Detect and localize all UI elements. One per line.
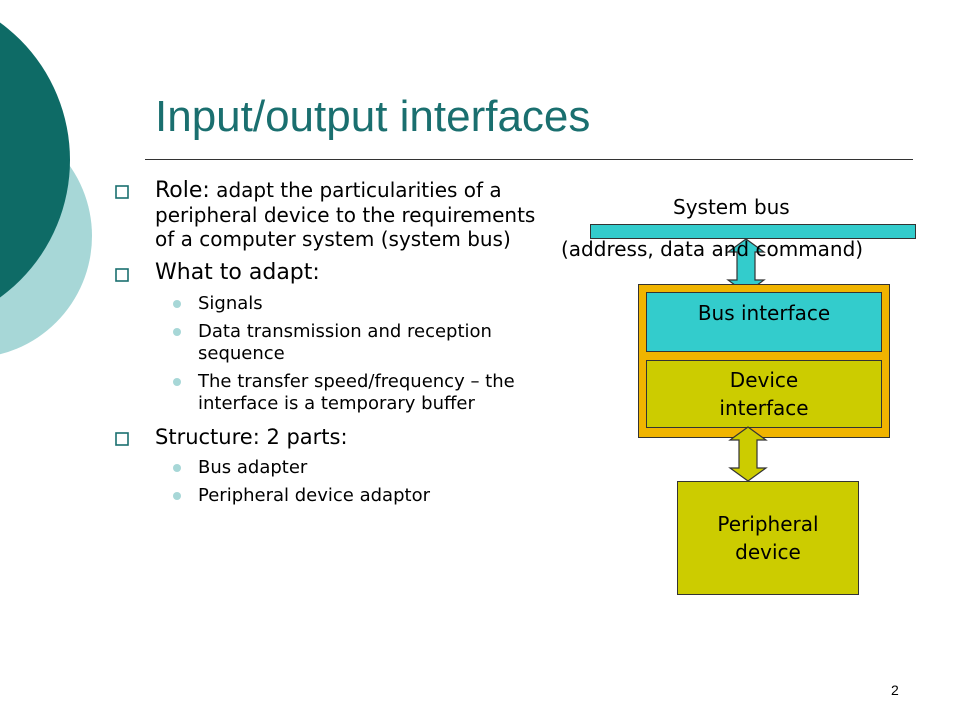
bus-interface-label: Bus interface	[697, 301, 831, 325]
bullet-role: Role: adapt the particularities of a per…	[115, 178, 560, 251]
device-double-arrow-icon	[728, 426, 768, 482]
sub-bullet-text: The transfer speed/frequency – the inter…	[198, 371, 515, 414]
dot-bullet-icon	[173, 378, 181, 386]
sub-bullet: Peripheral device adaptor	[155, 485, 560, 507]
square-bullet-icon	[115, 185, 129, 199]
dark-teal-circle	[0, 22, 70, 298]
peripheral-label-1: Peripheral	[717, 512, 819, 536]
sub-bullet: Bus adapter	[155, 457, 560, 479]
square-bullet-icon	[115, 268, 129, 282]
system-bus-bar	[590, 224, 916, 239]
sub-bullet: The transfer speed/frequency – the inter…	[155, 371, 560, 415]
bullet-structure-head: Structure: 2 parts:	[155, 425, 348, 449]
bus-interface-box: Bus interface	[646, 292, 882, 352]
system-bus-sublabel: (address, data and command)	[561, 237, 864, 261]
dot-bullet-icon	[173, 300, 181, 308]
bullet-role-body: adapt the particularities of a periphera…	[155, 178, 536, 251]
sub-bullet-text: Bus adapter	[198, 457, 308, 478]
bullet-what-to-adapt: What to adapt: Signals Data transmission…	[115, 261, 560, 415]
system-bus-label: System bus	[673, 195, 790, 219]
dot-bullet-icon	[173, 464, 181, 472]
bullet-what-head: What to adapt:	[155, 260, 320, 285]
peripheral-device-box: Peripheral device	[677, 481, 859, 595]
device-interface-label-1: Device	[729, 368, 799, 392]
device-interface-label-2: interface	[719, 396, 809, 420]
sub-bullet-list: Bus adapter Peripheral device adaptor	[155, 457, 560, 507]
bullet-role-head: Role:	[155, 178, 210, 203]
dot-bullet-icon	[173, 328, 181, 336]
sub-bullet-list: Signals Data transmission and reception …	[155, 293, 560, 415]
sub-bullet: Data transmission and reception sequence	[155, 321, 560, 365]
slide-title: Input/output interfaces	[155, 92, 591, 141]
sub-bullet-text: Data transmission and reception sequence	[198, 321, 492, 364]
square-bullet-icon	[115, 432, 129, 446]
sub-bullet: Signals	[155, 293, 560, 315]
page-number: 2	[891, 682, 899, 698]
device-interface-box: Device interface	[646, 360, 882, 428]
title-divider	[145, 159, 913, 160]
sub-bullet-text: Peripheral device adaptor	[198, 485, 430, 506]
peripheral-label-2: device	[735, 540, 801, 564]
bullet-structure: Structure: 2 parts: Bus adapter Peripher…	[115, 425, 560, 507]
dot-bullet-icon	[173, 492, 181, 500]
sub-bullet-text: Signals	[198, 293, 263, 314]
bullet-list: Role: adapt the particularities of a per…	[115, 178, 560, 517]
